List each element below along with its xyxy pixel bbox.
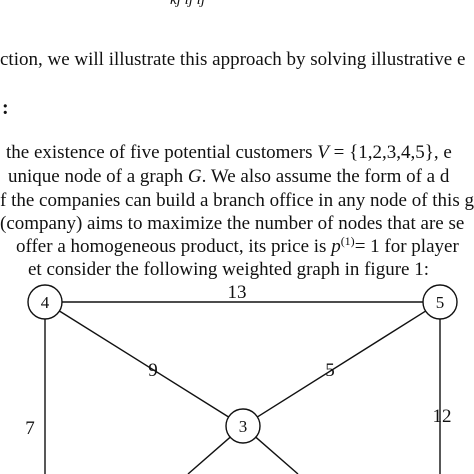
math-g: G — [187, 166, 202, 187]
edge-weight-label: 13 — [228, 282, 247, 303]
formula-fragment: kj ij ij — [170, 0, 205, 8]
text-line-7: et consider the following weighted graph… — [28, 259, 430, 280]
section-heading-fragment: : — [2, 97, 9, 119]
text-line-2-prefix: the existence of five potential customer… — [6, 142, 318, 163]
edge-weight-label: 9 — [148, 360, 158, 381]
graph-node-label: 5 — [436, 293, 445, 312]
graph-node-label: 4 — [41, 293, 50, 312]
edge-weight-label: 12 — [433, 406, 452, 427]
text-line-2-set: = {1,2,3,4,5}, e — [328, 142, 452, 163]
text-line-3-prefix: unique node of a graph — [8, 166, 188, 187]
text-line-6: offer a homogeneous product, its price i… — [16, 235, 459, 259]
graph-node-3 — [225, 408, 261, 444]
math-p-superscript: (1) — [340, 234, 355, 248]
text-line-3-suffix: . We also assume the form of a d — [201, 166, 450, 187]
math-v: V — [317, 142, 329, 163]
graph-edge-4-3 — [59, 310, 229, 418]
graph-node-4 — [27, 284, 63, 320]
text-line-1: ction, we will illustrate this approach … — [0, 49, 466, 70]
math-p: p — [331, 236, 341, 257]
edge-weight-label: 7 — [25, 418, 35, 439]
graph-node-label: 3 — [239, 417, 248, 436]
weighted-graph-figure: 13 9 5 7 12 4 5 3 — [25, 282, 458, 474]
edge-weight-label: 5 — [325, 360, 335, 381]
graph-edge-5-3 — [257, 310, 426, 418]
text-line-5: (company) aims to maximize the number of… — [0, 213, 465, 234]
graph-edge-offscreen-1 — [187, 436, 231, 474]
text-line-4: f the companies can build a branch offic… — [0, 190, 474, 211]
graph-node-5 — [422, 284, 458, 320]
text-line-3: unique node of a graph G. We also assume… — [8, 165, 449, 189]
text-line-6-prefix: offer a homogeneous product, its price i… — [16, 236, 332, 257]
graph-edge-offscreen-2 — [255, 436, 299, 474]
text-line-6-suffix: = 1 for player — [354, 236, 459, 257]
text-line-2: the existence of five potential customer… — [6, 141, 452, 165]
